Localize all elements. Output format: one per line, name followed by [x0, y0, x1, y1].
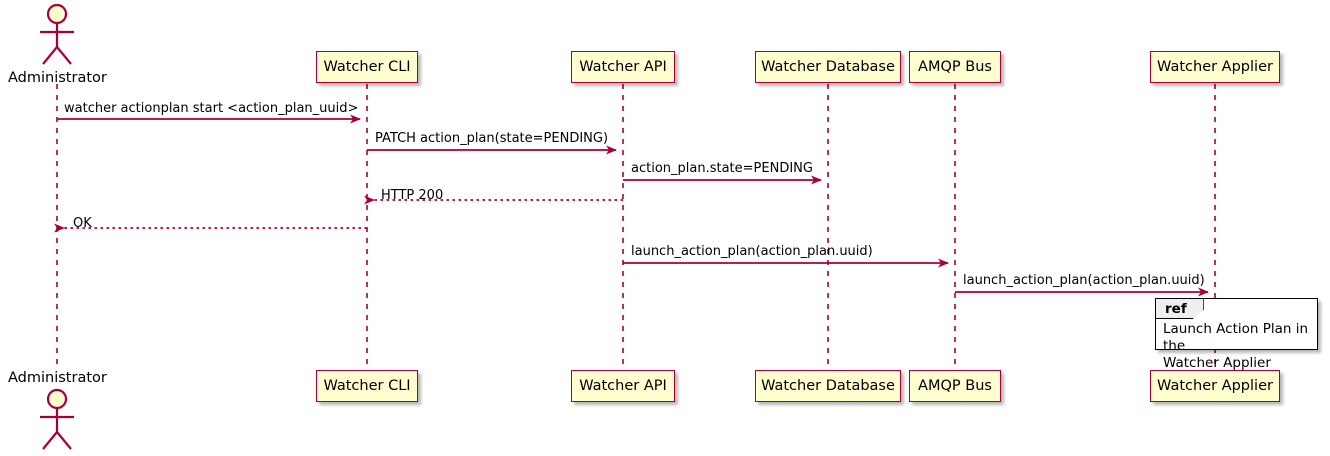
participant-label: Watcher Database [761, 58, 895, 75]
message-label-http-200: HTTP 200 [381, 188, 444, 203]
message-label-watcher-actionplan-start: watcher actionplan start <action_plan_uu… [64, 101, 359, 116]
actor-administrator-bottom [40, 388, 74, 450]
participant-label: Watcher CLI [323, 58, 411, 75]
participant-box-watcher-applier-bottom[interactable]: Watcher Applier [1150, 370, 1280, 402]
message-label-patch-action-plan: PATCH action_plan(state=PENDING) [375, 131, 609, 146]
message-label-launch-action-plan-api-to-bus: launch_action_plan(action_plan.uuid) [631, 244, 873, 259]
ref-fragment-tab: ref [1156, 299, 1204, 319]
ref-fragment-launch-action-plan[interactable]: ref Launch Action Plan in the Watcher Ap… [1155, 298, 1318, 371]
participant-label: Watcher Applier [1157, 377, 1273, 394]
message-label-ok: OK [73, 216, 92, 231]
participant-box-watcher-api-bottom[interactable]: Watcher API [571, 370, 675, 402]
message-label-launch-action-plan-bus-to-applier: launch_action_plan(action_plan.uuid) [963, 273, 1205, 288]
participant-box-watcher-cli-top[interactable]: Watcher CLI [316, 51, 418, 83]
ref-fragment-line: Watcher Applier [1163, 354, 1271, 371]
participant-label: Watcher Applier [1157, 58, 1273, 75]
participant-box-amqp-bus-top[interactable]: AMQP Bus [909, 51, 1001, 83]
participant-box-watcher-cli-bottom[interactable]: Watcher CLI [316, 370, 418, 402]
ref-fragment-line: Launch Action Plan in the [1163, 321, 1309, 354]
participant-label: Watcher API [579, 58, 667, 75]
lifelines [56, 84, 1216, 370]
ref-fragment-tab-label: ref [1165, 300, 1187, 317]
message-arrows [54, 114, 1209, 297]
participant-label: Watcher API [579, 377, 667, 394]
actor-label-administrator-bottom: Administrator [8, 370, 107, 386]
participant-label: Watcher Database [761, 377, 895, 394]
participant-box-watcher-database-top[interactable]: Watcher Database [755, 51, 901, 83]
ref-fragment-body: Launch Action Plan in the Watcher Applie… [1163, 321, 1313, 372]
participant-box-watcher-applier-top[interactable]: Watcher Applier [1150, 51, 1280, 83]
actor-label-administrator-top: Administrator [8, 70, 107, 86]
participant-box-amqp-bus-bottom[interactable]: AMQP Bus [909, 370, 1001, 402]
message-label-action-plan-state-pending: action_plan.state=PENDING [631, 161, 813, 176]
participant-label: Watcher CLI [323, 377, 411, 394]
participant-label: AMQP Bus [918, 58, 992, 75]
participant-label: AMQP Bus [918, 377, 992, 394]
participant-box-watcher-api-top[interactable]: Watcher API [571, 51, 675, 83]
participant-box-watcher-database-bottom[interactable]: Watcher Database [755, 370, 901, 402]
actor-administrator-top [40, 3, 74, 65]
